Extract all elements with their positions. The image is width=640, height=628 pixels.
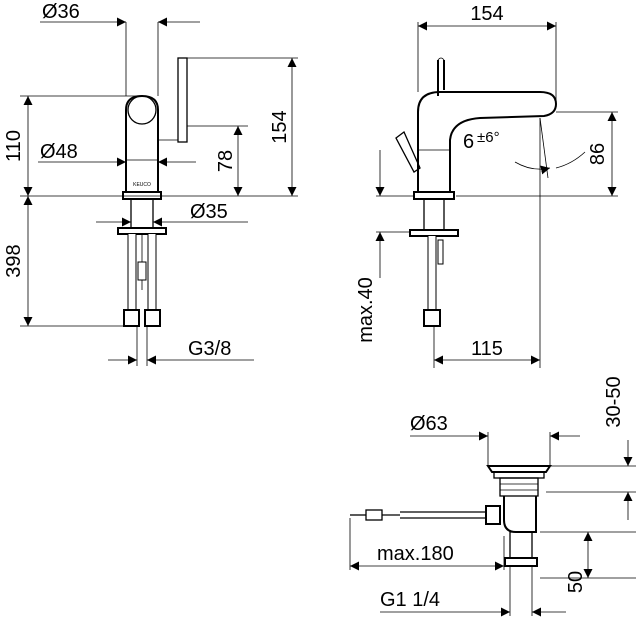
front-dim-dia-body: Ø48: [40, 141, 78, 163]
side-hose-nut: [423, 309, 441, 327]
side-dim-spout-height: 86: [587, 143, 609, 165]
side-view: 154 6 ±6° 86 max.40 115: [355, 3, 618, 368]
front-dim-height-body: 110: [3, 130, 25, 162]
front-dim-thread: G3/8: [188, 338, 231, 360]
hose-nut-right: [144, 309, 161, 327]
side-washer: [409, 229, 459, 237]
side-toggle: [395, 130, 421, 173]
drain-dim-dia-plug: Ø63: [410, 413, 448, 435]
front-dim-height-lever: 78: [215, 150, 237, 172]
front-dim-height-total: 154: [269, 110, 291, 143]
lever-hub: [127, 95, 157, 125]
side-dim-max-thickness: max.40: [355, 277, 377, 343]
faucet-lever: [177, 57, 188, 143]
mounting-washer: [117, 227, 167, 235]
side-base: [413, 191, 455, 200]
drain-view: Ø63 30-50 max.180 50 G1 1/4: [349, 376, 636, 617]
drain-dim-max-rod: max.180: [377, 543, 454, 565]
faucet-base: [122, 191, 162, 200]
side-dim-angle-tol: ±6°: [477, 129, 500, 146]
drain-dim-height: 50: [565, 571, 587, 593]
drain-dim-thread: G1 1/4: [380, 589, 440, 611]
side-dim-angle: 6: [463, 131, 474, 153]
brand-mark: KEUCO: [133, 182, 151, 188]
drain-body: [503, 496, 537, 533]
front-dim-dia-base: Ø35: [190, 201, 228, 223]
hose-nut-left: [123, 309, 140, 327]
side-dim-reach: 115: [471, 338, 503, 360]
side-dim-projection: 154: [470, 3, 503, 25]
pull-rod-clip: [365, 509, 383, 521]
faucet-spout-body: [417, 91, 558, 193]
drain-plug-cap: [486, 465, 552, 473]
faucet-body: [125, 94, 159, 193]
front-dim-length-hoses: 398: [3, 244, 25, 277]
drain-dim-stroke: 30-50: [603, 376, 625, 427]
front-dim-dia-top: Ø36: [42, 1, 80, 23]
front-view: KEUCO Ø36 154 110: [3, 1, 298, 366]
